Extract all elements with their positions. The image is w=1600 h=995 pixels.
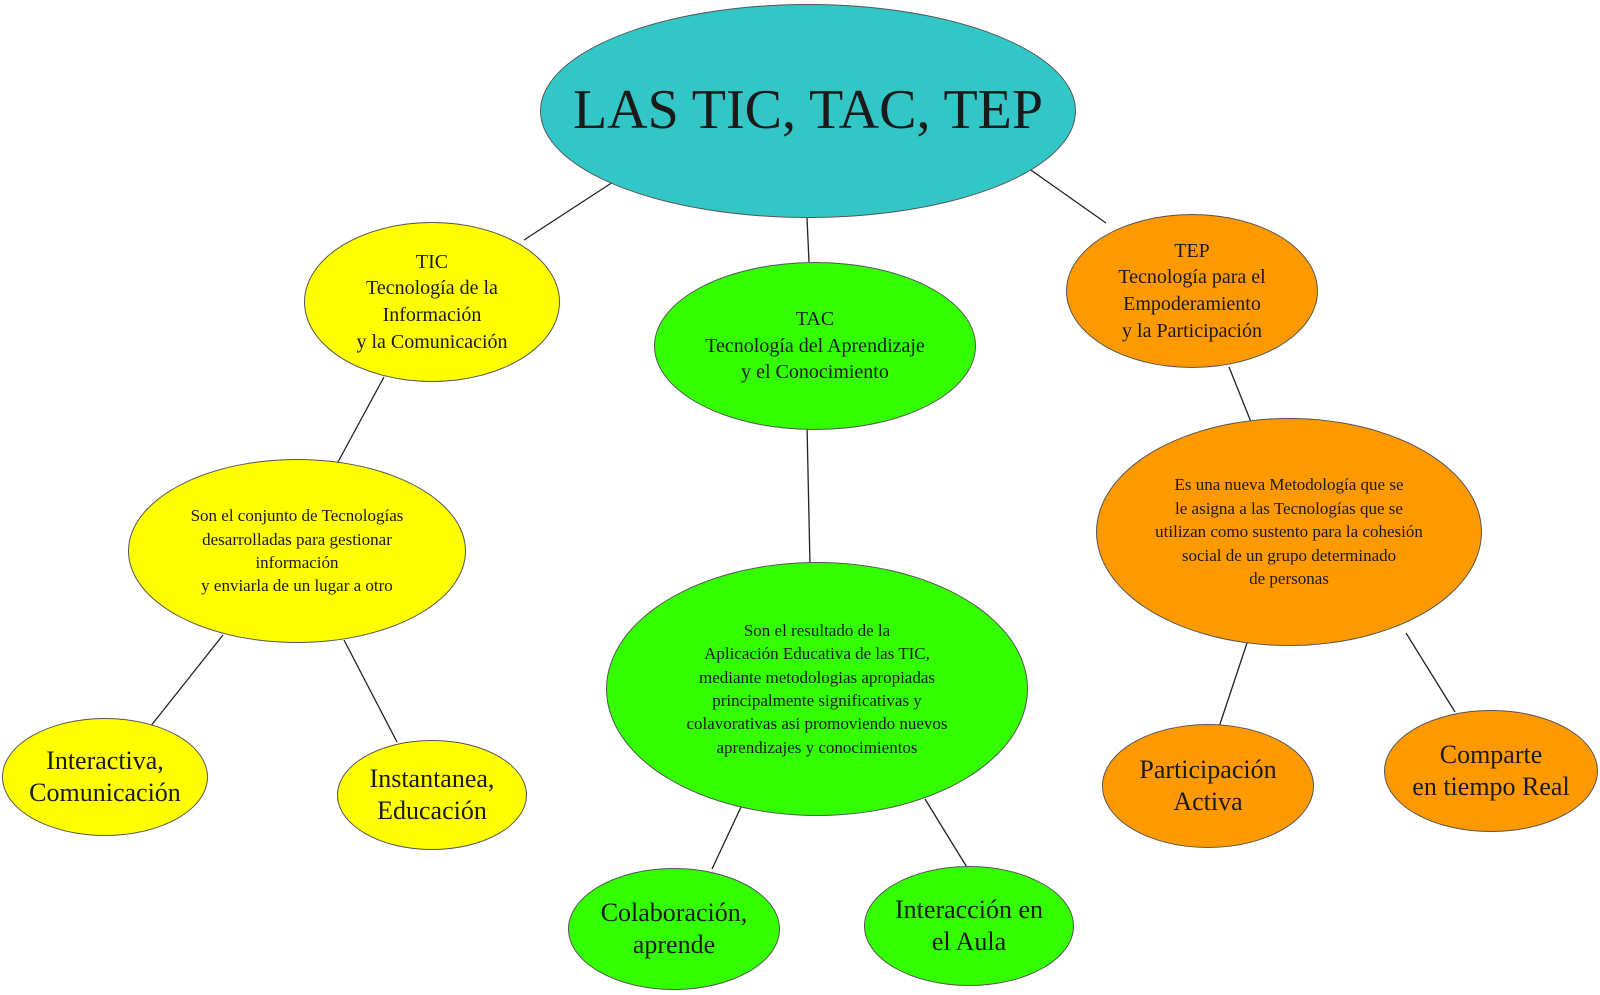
tep-description-node: Es una nueva Metodología que se le asign…: [1096, 418, 1482, 646]
tic-leaf-1-label: Interactiva, Comunicación: [29, 745, 181, 808]
tep-leaf-2-label: Comparte en tiempo Real: [1412, 739, 1570, 802]
tic-leaf-1: Interactiva, Comunicación: [2, 718, 208, 836]
connector-tac-leaf2: [924, 798, 969, 870]
connector-tic-desc: [337, 376, 385, 463]
tep-label: TEP Tecnología para el Empoderamiento y …: [1118, 239, 1266, 342]
connector-tep-leaf2: [1405, 632, 1456, 713]
tep-description: Es una nueva Metodología que se le asign…: [1155, 475, 1423, 589]
tic-leaf-2-label: Instantanea, Educación: [369, 763, 495, 826]
connector-tac-leaf1: [711, 806, 742, 870]
tac-description: Son el resultado de la Aplicación Educat…: [686, 620, 948, 757]
tep-leaf-2: Comparte en tiempo Real: [1384, 710, 1598, 832]
connector-tac-desc: [806, 424, 811, 566]
tac-leaf-2-label: Interacción en el Aula: [895, 894, 1043, 957]
tep-leaf-1-label: Participación Activa: [1139, 754, 1277, 817]
connector-root-tic: [523, 181, 614, 241]
tep-node: TEP Tecnología para el Empoderamiento y …: [1066, 214, 1318, 368]
tac-description-node: Son el resultado de la Aplicación Educat…: [606, 562, 1028, 816]
tac-label: TAC Tecnología del Aprendizaje y el Cono…: [705, 308, 925, 384]
tic-description-node: Son el conjunto de Tecnologías desarroll…: [128, 459, 466, 643]
tic-label: TIC Tecnología de la Información y la Co…: [356, 250, 508, 353]
root-node: LAS TIC, TAC, TEP: [540, 4, 1076, 218]
tic-description: Son el conjunto de Tecnologías desarroll…: [190, 506, 404, 596]
tac-leaf-1-label: Colaboración, aprende: [600, 897, 748, 960]
tic-leaf-2: Instantanea, Educación: [337, 740, 527, 850]
connector-tep-leaf1: [1218, 642, 1248, 728]
connector-tic-leaf1: [149, 634, 224, 728]
root-title: LAS TIC, TAC, TEP: [572, 79, 1044, 142]
connector-root-tep: [1027, 167, 1107, 224]
tep-leaf-1: Participación Activa: [1102, 724, 1314, 848]
connector-tep-desc: [1228, 366, 1252, 423]
connector-root-tac: [806, 217, 810, 263]
tac-leaf-2: Interacción en el Aula: [864, 866, 1074, 986]
tic-node: TIC Tecnología de la Información y la Co…: [304, 222, 560, 382]
tac-leaf-1: Colaboración, aprende: [568, 868, 780, 990]
tac-node: TAC Tecnología del Aprendizaje y el Cono…: [654, 262, 976, 430]
connector-tic-leaf2: [343, 639, 398, 743]
